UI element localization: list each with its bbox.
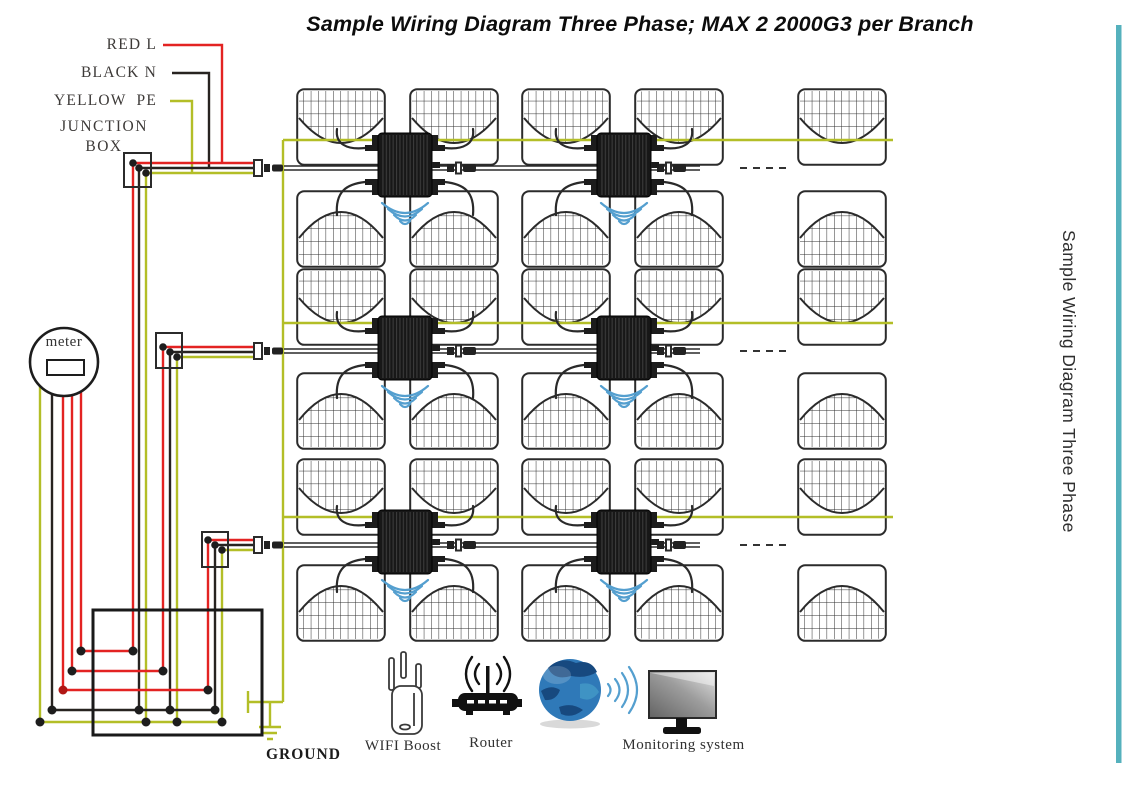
solar-panel [296, 190, 386, 268]
junction-box-1 [123, 152, 152, 188]
solar-panel [797, 268, 887, 346]
solar-panel [296, 372, 386, 450]
trunk-row-3 [253, 536, 788, 554]
globe-icon [539, 659, 601, 729]
solar-panel [409, 564, 499, 642]
wifi-boost-icon [388, 651, 423, 735]
solar-panel [797, 372, 887, 450]
junction-box-label: JUNCTION BOX [60, 118, 148, 156]
energy-meter [28, 326, 100, 398]
router-label: Router [469, 735, 513, 751]
solar-panel [797, 190, 887, 268]
solar-panel [797, 458, 887, 536]
solar-panel [521, 564, 611, 642]
solar-panel [409, 372, 499, 450]
solar-panel [409, 190, 499, 268]
wifi-boost-label: WIFI Boost [364, 738, 442, 754]
solar-panel [634, 564, 724, 642]
solar-panel [797, 564, 887, 642]
solar-panel [634, 372, 724, 450]
page-title: Sample Wiring Diagram Three Phase; MAX 2… [306, 12, 974, 36]
router-icon [452, 655, 522, 715]
solar-panel [797, 88, 887, 166]
junction-box-3 [201, 531, 229, 568]
ac-wiring [38, 43, 893, 741]
wire-label-yellow-pe: YELLOW PE [54, 92, 157, 109]
ground-label: GROUND [266, 746, 341, 763]
solar-panel [296, 88, 386, 166]
solar-panel [521, 372, 611, 450]
wire-label-black-n: BLACK N [80, 64, 157, 81]
solar-panel [634, 190, 724, 268]
solar-panel [296, 564, 386, 642]
monitoring-system-label: Monitoring system [622, 737, 745, 753]
monitoring-system-icon [648, 670, 717, 734]
meter-label: meter [45, 334, 83, 350]
junction-dots [35, 159, 227, 727]
solar-panel [521, 190, 611, 268]
junction-box-2 [155, 332, 183, 369]
ground-icon [246, 691, 283, 741]
side-title: Sample Wiring Diagram Three Phase [1059, 230, 1079, 533]
wire-label-red-l: RED L [106, 36, 157, 53]
accent-line [1116, 25, 1122, 763]
wifi-signal-icon [606, 665, 639, 715]
distribution-box [91, 608, 264, 737]
